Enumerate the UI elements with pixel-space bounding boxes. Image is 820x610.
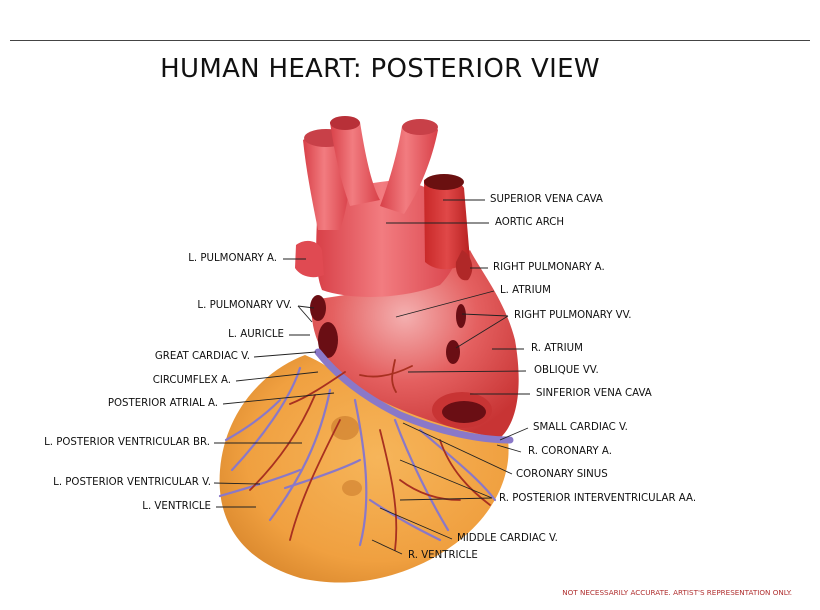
l-pulmonary-a-shape <box>295 240 324 278</box>
middle-vessel <box>330 117 380 206</box>
l-ventricle-shape <box>219 355 509 583</box>
label-l-auricle: L. AURICLE <box>228 329 284 340</box>
label-l-posterior-ventricular-br: L. POSTERIOR VENTRICULAR BR. <box>44 437 210 448</box>
right-vessel <box>380 121 438 214</box>
l-pulmonary-vv-opening <box>310 295 326 321</box>
label-r-ventricle: R. VENTRICLE <box>408 550 478 561</box>
label-circumflex-a: CIRCUMFLEX A. <box>152 375 231 386</box>
top-rule <box>10 40 810 41</box>
label-l-posterior-ventricular-v: L. POSTERIOR VENTRICULAR V. <box>53 477 211 488</box>
leader-lines <box>213 199 530 555</box>
label-right-pulmonary-a: RIGHT PULMONARY A. <box>493 262 605 273</box>
label-aortic-arch: AORTIC ARCH <box>495 217 565 228</box>
label-l-ventricle: L. VENTRICLE <box>142 501 211 512</box>
label-r-coronary-a: R. CORONARY A. <box>528 446 612 457</box>
label-r-atrium: R. ATRIUM <box>531 343 583 354</box>
label-sinferior-vena-cava: SINFERIOR VENA CAVA <box>536 388 652 399</box>
label-l-pulmonary-vv: L. PULMONARY VV. <box>197 300 292 311</box>
label-superior-vena-cava: SUPERIOR VENA CAVA <box>490 194 603 205</box>
label-posterior-atrial-a: POSTERIOR ATRIAL A. <box>107 398 218 409</box>
label-coronary-sinus: CORONARY SINUS <box>516 469 608 480</box>
label-middle-cardiac-v: MIDDLE CARDIAC V. <box>457 533 558 544</box>
disclaimer: NOT NECESSARILY ACCURATE. ARTIST'S REPRE… <box>562 588 792 597</box>
cardiac-veins <box>218 366 497 547</box>
label-r-posterior-interventricular-aa: R. POSTERIOR INTERVENTRICULAR AA. <box>499 493 697 504</box>
label-right-pulmonary-vv: RIGHT PULMONARY VV. <box>514 310 632 321</box>
label-oblique-vv: OBLIQUE VV. <box>534 365 599 376</box>
diagram-title: HUMAN HEART: POSTERIOR VIEW <box>160 54 600 84</box>
coronary-arteries <box>249 359 491 551</box>
label-great-cardiac-v: GREAT CARDIAC V. <box>154 351 250 362</box>
label-l-atrium: L. ATRIUM <box>500 285 551 296</box>
label-l-pulmonary-a: L. PULMONARY A. <box>188 253 277 264</box>
label-small-cardiac-v: SMALL CARDIAC V. <box>533 422 628 433</box>
